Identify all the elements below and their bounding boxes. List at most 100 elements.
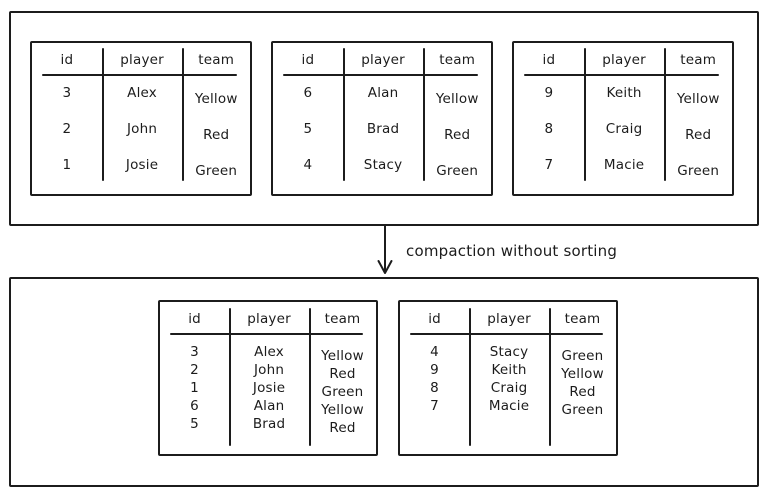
column-header-team: team <box>198 52 235 68</box>
cell-player: Josie <box>125 157 159 173</box>
header-underline <box>170 333 363 336</box>
cell-id: 5 <box>190 416 199 432</box>
cell-player: Keith <box>491 362 527 378</box>
cell-id: 7 <box>544 157 554 173</box>
cell-id: 9 <box>430 362 439 378</box>
header-underline <box>283 74 478 77</box>
column-header-player: player <box>602 52 646 68</box>
table-row: 7 Macie Green <box>514 147 732 183</box>
cell-team: Yellow <box>676 91 720 107</box>
cell-id: 3 <box>62 85 72 101</box>
cell-player: Alex <box>127 85 157 101</box>
table-row: 9 Keith Yellow <box>400 361 616 382</box>
cell-id: 4 <box>303 157 313 173</box>
cell-id: 8 <box>544 121 554 137</box>
column-divider <box>182 48 185 181</box>
column-header-id: id <box>428 311 441 327</box>
cell-player: Stacy <box>363 157 403 173</box>
cell-team: Green <box>321 384 364 400</box>
column-header-player: player <box>120 52 164 68</box>
column-header-team: team <box>324 311 361 327</box>
cell-team: Green <box>677 163 720 179</box>
cell-player: Brad <box>252 416 286 432</box>
column-header-team: team <box>680 52 717 68</box>
table-row: 1 Josie Green <box>32 147 250 183</box>
table-header-row: id player team <box>400 305 616 333</box>
column-divider <box>664 48 667 181</box>
cell-player: Alan <box>367 85 399 101</box>
cell-player: Craig <box>605 121 643 137</box>
column-divider <box>469 308 472 446</box>
column-divider <box>229 308 232 446</box>
column-divider <box>101 48 104 181</box>
cell-player: Keith <box>606 85 642 101</box>
table-row: 5 Brad Red <box>160 415 376 436</box>
cell-player: Macie <box>603 157 645 173</box>
cell-player: Brad <box>366 121 400 137</box>
column-header-team: team <box>564 311 601 327</box>
cell-id: 1 <box>190 380 199 396</box>
table-row: 4 Stacy Green <box>273 147 491 183</box>
cell-id: 7 <box>430 398 439 414</box>
cell-team: Yellow <box>435 91 479 107</box>
table-header-row: id player team <box>32 46 250 74</box>
header-underline <box>410 333 603 336</box>
cell-id: 3 <box>190 344 199 360</box>
cell-team: Yellow <box>321 348 364 364</box>
column-divider <box>342 48 345 181</box>
pre-compaction-group: id player team 3 Alex Yellow 2 John Red 1 Josie Gre… <box>9 11 759 226</box>
cell-player: Josie <box>252 380 286 396</box>
cell-team: Green <box>436 163 479 179</box>
cell-team: Red <box>329 420 356 436</box>
cell-player: John <box>253 362 285 378</box>
cell-player: Macie <box>488 398 530 414</box>
cell-team: Green <box>195 163 238 179</box>
table-header-row: id player team <box>514 46 732 74</box>
column-header-id: id <box>60 52 74 68</box>
column-header-id: id <box>301 52 315 68</box>
cell-team: Red <box>203 127 230 143</box>
cell-id: 2 <box>62 121 72 137</box>
column-divider <box>583 48 586 181</box>
column-header-team: team <box>439 52 476 68</box>
header-underline <box>524 74 719 77</box>
cell-player: John <box>127 121 158 137</box>
cell-team: Yellow <box>561 366 604 382</box>
column-divider <box>309 308 312 446</box>
cell-player: Alan <box>253 398 285 414</box>
cell-id: 1 <box>62 157 72 173</box>
column-header-id: id <box>542 52 556 68</box>
down-arrow-icon <box>377 226 393 274</box>
cell-team: Red <box>569 384 596 400</box>
column-header-player: player <box>361 52 405 68</box>
arrow-label: compaction without sorting <box>406 242 618 260</box>
table-row: 1 Josie Green <box>160 379 376 400</box>
cell-id: 8 <box>430 380 439 396</box>
cell-id: 4 <box>430 344 439 360</box>
column-header-player: player <box>487 311 531 327</box>
